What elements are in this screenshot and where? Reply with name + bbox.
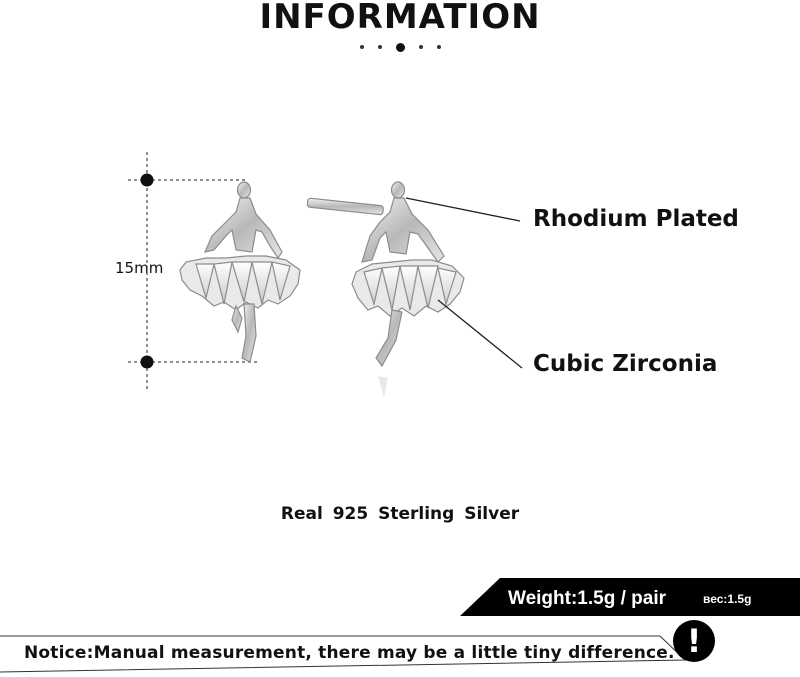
divider-dot [436, 45, 441, 49]
dimension-label: 15mm [115, 259, 164, 277]
cubic-zirconia-label: Cubic Zirconia [533, 351, 718, 377]
weight-label-secondary: вес:1.5g [703, 592, 752, 606]
weight-label: Weight:1.5g / pair [508, 588, 667, 609]
ballerina-earring-front [179, 181, 301, 363]
divider-dot-center [395, 42, 405, 52]
dimension-top-dot [140, 173, 154, 187]
divider-dot [418, 45, 423, 49]
divider-dot [359, 45, 364, 49]
rhodium-plated-label: Rhodium Plated [533, 206, 739, 232]
page-title: INFORMATION [259, 0, 541, 37]
notice-text: Notice:Manual measurement, there may be … [24, 643, 675, 663]
rhodium-callout-line [405, 197, 521, 222]
title-dots-divider [340, 40, 460, 54]
weight-banner [460, 578, 800, 616]
exclamation-icon: ! [673, 620, 715, 662]
ballerina-earring-side [306, 181, 465, 398]
divider-dot [377, 45, 382, 49]
zirconia-callout-line [437, 299, 523, 369]
material-text: Real 925 Sterling Silver [280, 504, 520, 524]
dimension-marker [128, 152, 260, 390]
notice-outline [0, 635, 687, 673]
dimension-bottom-dot [140, 355, 154, 369]
